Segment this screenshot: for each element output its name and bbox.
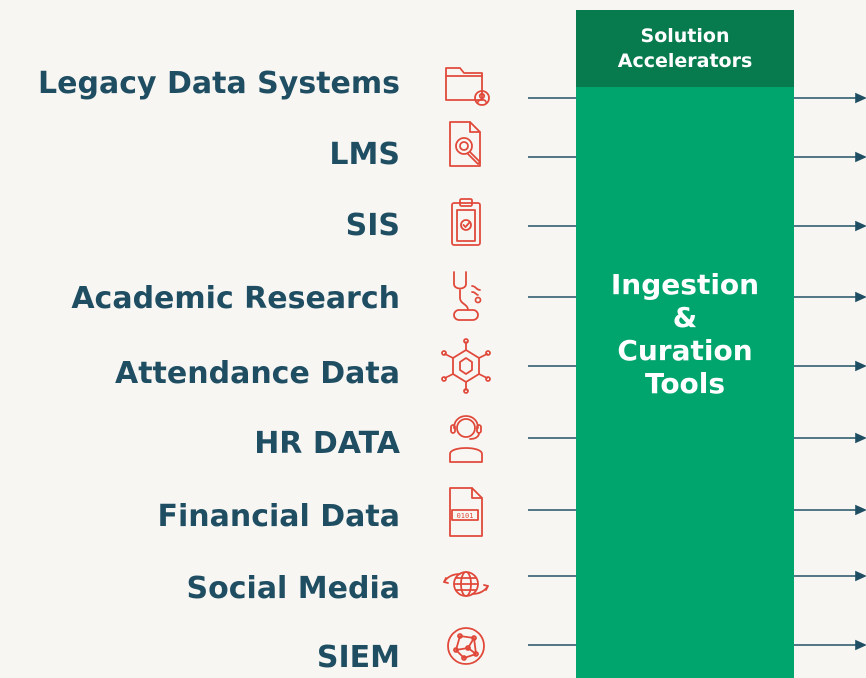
solution-accelerators-header: Solution Accelerators [576, 10, 794, 87]
network-nodes-icon [434, 614, 498, 678]
body-line-4: Tools [644, 367, 726, 400]
accelerator-bar: Solution Accelerators Ingestion & Curati… [576, 10, 794, 678]
source-label-siem: SIEM [316, 640, 400, 675]
header-line-1: Solution [640, 24, 730, 47]
body-line-1: Ingestion [610, 268, 760, 301]
source-label-hr-data: HR DATA [254, 426, 400, 461]
source-label-academic-research: Academic Research [71, 281, 400, 316]
network-hexagon-icon [434, 334, 498, 398]
source-label-attendance-data: Attendance Data [115, 356, 400, 391]
header-line-2: Accelerators [617, 49, 753, 72]
source-label-financial-data: Financial Data [157, 499, 400, 534]
svg-text:0101: 0101 [457, 512, 474, 520]
source-label-legacy-data-systems: Legacy Data Systems [38, 66, 400, 101]
clipboard-check-icon [434, 193, 498, 257]
binary-file-icon: 0101 [434, 480, 498, 544]
source-label-lms: LMS [329, 137, 400, 172]
source-label-social-media: Social Media [186, 571, 400, 606]
stethoscope-icon [434, 264, 498, 328]
globe-arrows-icon [434, 552, 498, 616]
body-line-3: Curation [617, 334, 753, 367]
ingestion-curation-label: Ingestion & Curation Tools [576, 268, 794, 400]
document-search-icon [434, 114, 498, 178]
headset-user-icon [434, 406, 498, 470]
source-label-sis: SIS [345, 208, 400, 243]
folder-user-icon [434, 52, 498, 116]
body-line-2: & [672, 301, 698, 334]
